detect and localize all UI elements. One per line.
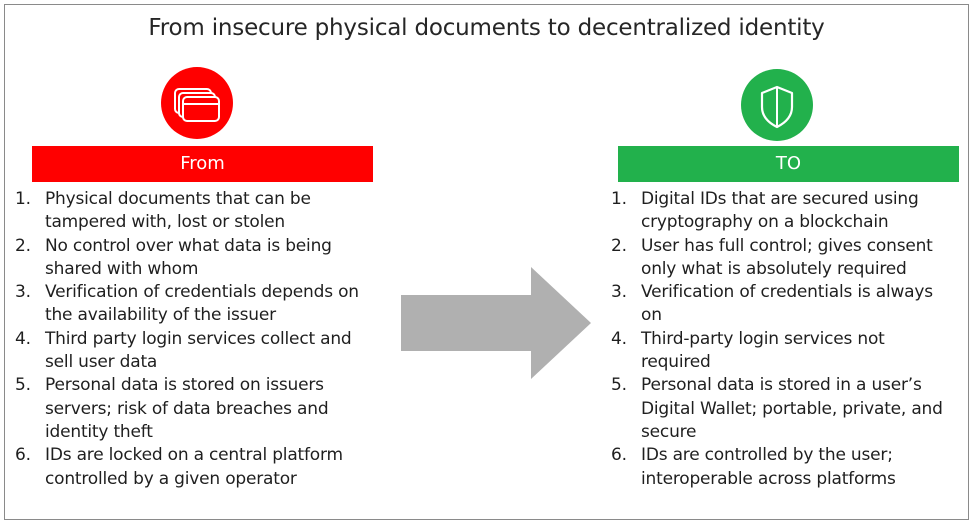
to-list: 1. Digital IDs that are secured using cry… <box>611 188 951 491</box>
to-item-number: 4. <box>611 328 627 349</box>
to-list-item-4: 4. Third-party login services not require… <box>611 328 951 375</box>
to-item-text: Digital IDs that are secured using crypt… <box>641 189 919 233</box>
to-item-number: 6. <box>611 445 627 466</box>
from-item-text: IDs are locked on a central platform con… <box>45 445 343 489</box>
from-list-item-1: 1. Physical documents that can be tampere… <box>15 188 365 235</box>
from-item-text: Physical documents that can be tampered … <box>45 189 311 233</box>
to-item-text: Personal data is stored in a user’s Digi… <box>641 375 943 442</box>
from-list-item-5: 5. Personal data is stored on issuers ser… <box>15 374 365 444</box>
to-list-item-3: 3. Verification of credentials is always … <box>611 281 951 328</box>
from-item-text: Verification of credentials depends on t… <box>45 282 359 326</box>
to-item-text: User has full control; gives consent onl… <box>641 235 933 279</box>
to-label: TO <box>775 153 802 174</box>
to-item-text: Third-party login services not required <box>641 328 885 373</box>
from-list-item-3: 3. Verification of credentials depends on… <box>15 281 365 328</box>
from-item-number: 3. <box>15 282 31 303</box>
from-item-number: 4. <box>15 328 31 349</box>
to-label-band: TO <box>618 146 959 182</box>
from-item-text: Third party login services collect and s… <box>45 328 352 373</box>
from-item-text: Personal data is stored on issuers serve… <box>45 375 329 442</box>
from-icon-badge <box>161 67 233 139</box>
from-list-item-2: 2. No control over what data is being sha… <box>15 235 365 282</box>
from-list-item-4: 4. Third party login services collect and… <box>15 328 365 375</box>
from-list-item-6: 6. IDs are locked on a central platform c… <box>15 444 365 491</box>
from-label: From <box>180 153 225 174</box>
from-item-text: No control over what data is being share… <box>45 235 332 279</box>
to-icon-badge <box>741 69 813 141</box>
from-list: 1. Physical documents that can be tampere… <box>15 188 365 491</box>
to-item-text: IDs are controlled by the user; interope… <box>641 445 896 489</box>
to-item-number: 2. <box>611 235 627 256</box>
to-list-item-2: 2. User has full control; gives consent o… <box>611 235 951 282</box>
to-list-item-6: 6. IDs are controlled by the user; intero… <box>611 444 951 491</box>
to-item-text: Verification of credentials is always on <box>641 282 933 326</box>
right-arrow-icon <box>401 267 591 379</box>
to-list-item-1: 1. Digital IDs that are secured using cry… <box>611 188 951 235</box>
to-item-number: 1. <box>611 189 627 209</box>
to-item-number: 3. <box>611 282 627 303</box>
diagram-frame: From insecure physical documents to dece… <box>4 4 969 520</box>
documents-icon <box>174 88 220 122</box>
to-item-number: 5. <box>611 375 627 396</box>
to-list-item-5: 5. Personal data is stored in a user’s Di… <box>611 374 951 444</box>
from-label-band: From <box>32 146 373 182</box>
shield-icon <box>760 85 794 129</box>
from-item-number: 6. <box>15 445 31 466</box>
diagram-title: From insecure physical documents to dece… <box>148 15 825 41</box>
from-item-number: 2. <box>15 235 31 256</box>
from-item-number: 1. <box>15 189 31 209</box>
from-item-number: 5. <box>15 375 31 396</box>
